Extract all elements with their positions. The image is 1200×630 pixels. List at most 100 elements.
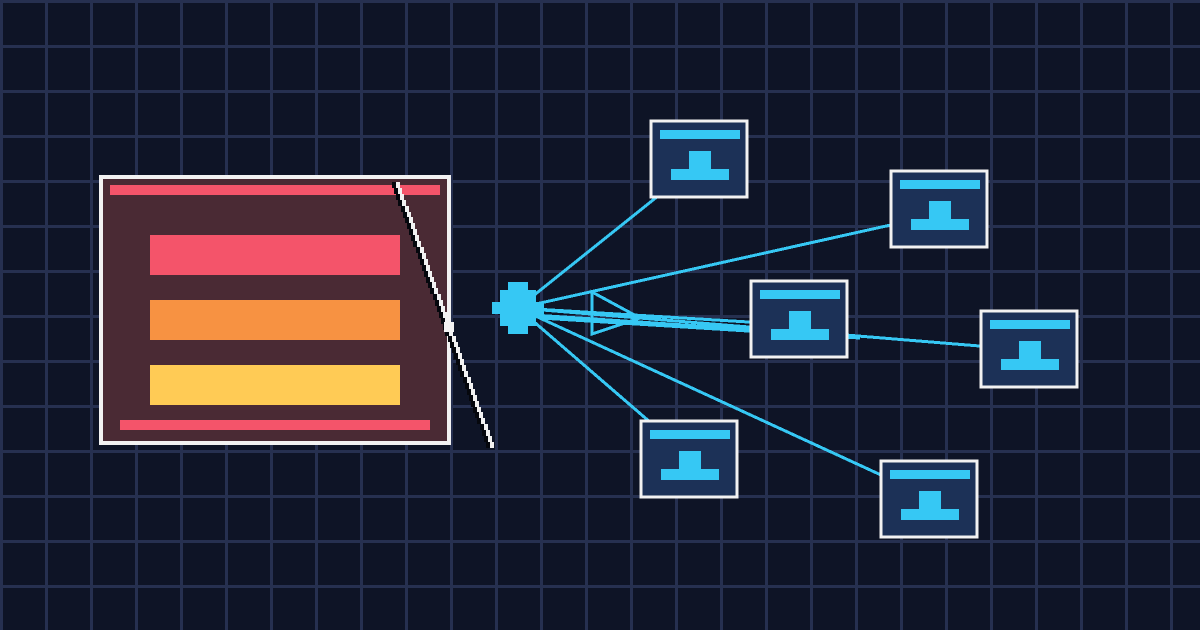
slash-pixel-dark — [405, 217, 409, 223]
grid-line-horizontal — [0, 405, 1200, 408]
slash-pixel-light — [481, 418, 485, 424]
slash-pixel-light — [407, 212, 411, 218]
slash-pixel-light — [396, 182, 400, 188]
hub-node-icon — [492, 282, 544, 334]
slash-spark — [444, 322, 454, 332]
source-panel — [99, 175, 451, 445]
grid-line-horizontal — [0, 225, 1200, 228]
slash-pixel-light — [437, 294, 441, 300]
slash-pixel-light — [484, 424, 488, 430]
target-nodes — [639, 119, 1079, 539]
slash-pixel-dark — [452, 347, 456, 353]
slash-pixel-light — [452, 336, 456, 342]
anvil-icon-top — [900, 180, 980, 189]
anvil-icon-base — [671, 169, 729, 180]
slash-pixel-light — [462, 365, 466, 371]
target-node-3 — [749, 279, 849, 359]
anvil-icon-top — [660, 130, 740, 139]
slash-pixel-dark — [456, 359, 460, 365]
slash-pixel-dark — [465, 383, 469, 389]
slash-pixel-dark — [424, 271, 428, 277]
slash-cut-icon — [392, 182, 494, 448]
slash-pixel-light — [409, 217, 413, 223]
anvil-icon-base — [911, 219, 969, 230]
hub-core — [500, 290, 536, 326]
slash-pixel-dark — [463, 377, 467, 383]
grid-line-horizontal — [0, 360, 1200, 363]
slash-pixel-light — [445, 318, 449, 324]
slash-pixel-light — [454, 342, 458, 348]
hub-top-nub — [508, 282, 528, 290]
slash-pixel-light — [443, 312, 447, 318]
slash-pixel-dark — [401, 206, 405, 212]
anvil-icon — [760, 290, 840, 340]
connection-line — [517, 312, 761, 332]
anvil-icon-base — [1001, 359, 1059, 370]
slash-pixel-dark — [441, 318, 445, 324]
slash-pixel-light — [411, 223, 415, 229]
slash-pixel-light — [460, 359, 464, 365]
slash-pixel-dark — [445, 330, 449, 336]
target-node-1 — [649, 119, 749, 199]
slash-pixel-dark — [475, 412, 479, 418]
slash-pixel-light — [477, 407, 481, 413]
slash-pixel-dark — [418, 253, 422, 259]
connection-arrow — [590, 289, 644, 337]
slash-pixel-dark — [416, 247, 420, 253]
anvil-icon-base — [901, 509, 959, 520]
slash-pixel-light — [469, 383, 473, 389]
slash-pixel-dark — [413, 241, 417, 247]
slash-pixel-light — [424, 259, 428, 265]
slash-pixel-light — [434, 288, 438, 294]
slash-pixel-dark — [486, 442, 490, 448]
slash-pixel-light — [428, 271, 432, 277]
slash-pixel-light — [456, 347, 460, 353]
slash-pixel-dark — [458, 365, 462, 371]
slash-pixel-dark — [435, 300, 439, 306]
slash-pixel-light — [441, 306, 445, 312]
slash-pixel-light — [439, 300, 443, 306]
slash-pixel-light — [420, 247, 424, 253]
bar-orange — [150, 300, 400, 340]
grid-line-horizontal — [0, 495, 1200, 498]
slash-pixel-light — [432, 282, 436, 288]
hub-bottom-nub — [508, 326, 528, 334]
slash-pixel-dark — [407, 223, 411, 229]
slash-pixel-dark — [484, 436, 488, 442]
anvil-icon — [990, 320, 1070, 370]
anvil-icon — [890, 470, 970, 520]
hub-left-nub — [492, 302, 500, 314]
slash-pixel-light — [415, 235, 419, 241]
slash-pixel-dark — [420, 259, 424, 265]
slash-pixel-dark — [398, 200, 402, 206]
connection-line — [517, 306, 919, 494]
anvil-icon-top — [890, 470, 970, 479]
slash-pixel-light — [413, 229, 417, 235]
slash-pixel-light — [467, 377, 471, 383]
slash-pixel-light — [473, 395, 477, 401]
slash-pixel-dark — [482, 430, 486, 436]
slash-pixel-light — [422, 253, 426, 259]
connection-line — [517, 216, 923, 310]
anvil-icon-neck — [919, 491, 941, 509]
grid-line-horizontal — [0, 585, 1200, 588]
slash-pixel-dark — [480, 424, 484, 430]
bar-yellow — [150, 365, 400, 405]
slash-pixel-light — [449, 330, 453, 336]
slash-pixel-dark — [433, 294, 437, 300]
slash-pixel-dark — [460, 371, 464, 377]
slash-pixel-dark — [428, 282, 432, 288]
grid-line-horizontal — [0, 270, 1200, 273]
slash-pixel-light — [464, 371, 468, 377]
slash-pixel-light — [475, 401, 479, 407]
slash-pixel-dark — [396, 194, 400, 200]
grid-line-horizontal — [0, 180, 1200, 183]
anvil-icon-base — [661, 469, 719, 480]
slash-pixel-light — [402, 200, 406, 206]
target-node-5 — [639, 419, 739, 499]
slash-pixel-light — [417, 241, 421, 247]
source-panel-top-accent — [110, 185, 440, 195]
slash-pixel-light — [398, 188, 402, 194]
connection-line — [517, 186, 669, 310]
